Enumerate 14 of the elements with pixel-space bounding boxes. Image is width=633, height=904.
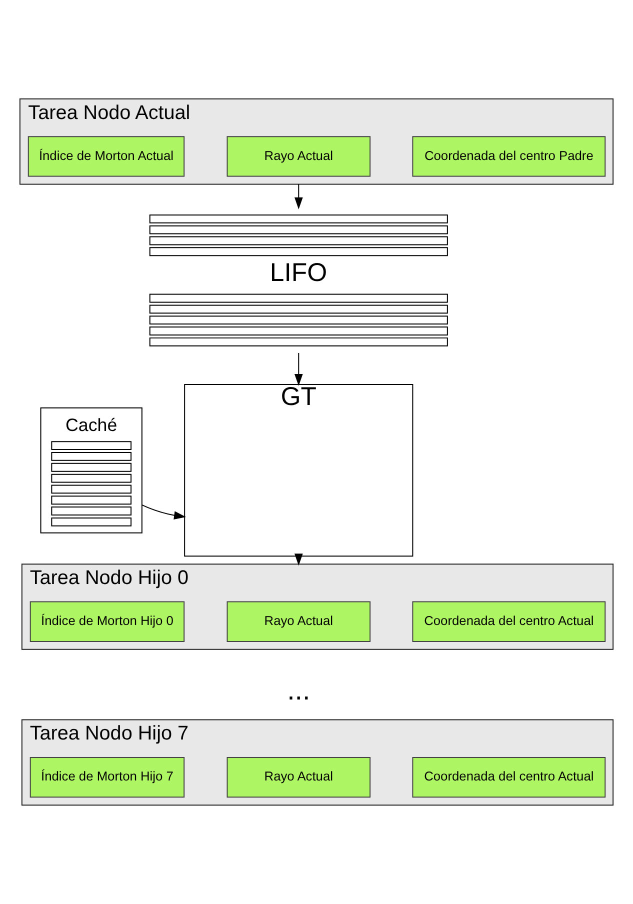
node-box: Rayo Actual [226,136,371,177]
arrow [294,184,303,210]
node-box: Coordenada del centro Actual [412,601,606,642]
node-box: Caché [40,407,142,534]
label: ... [287,674,310,706]
arrow [141,504,186,520]
node-box: Índice de Morton Actual [28,136,185,177]
node-box: Coordenada del centro Actual [412,757,606,798]
node-box: Coordenada del centro Padre [412,136,606,177]
arrow [294,352,303,386]
node-box: Índice de Morton Hijo 7 [30,757,185,798]
node-box: Rayo Actual [226,601,371,642]
node-box: Rayo Actual [226,757,371,798]
node-box: Índice de Morton Hijo 0 [30,601,185,642]
